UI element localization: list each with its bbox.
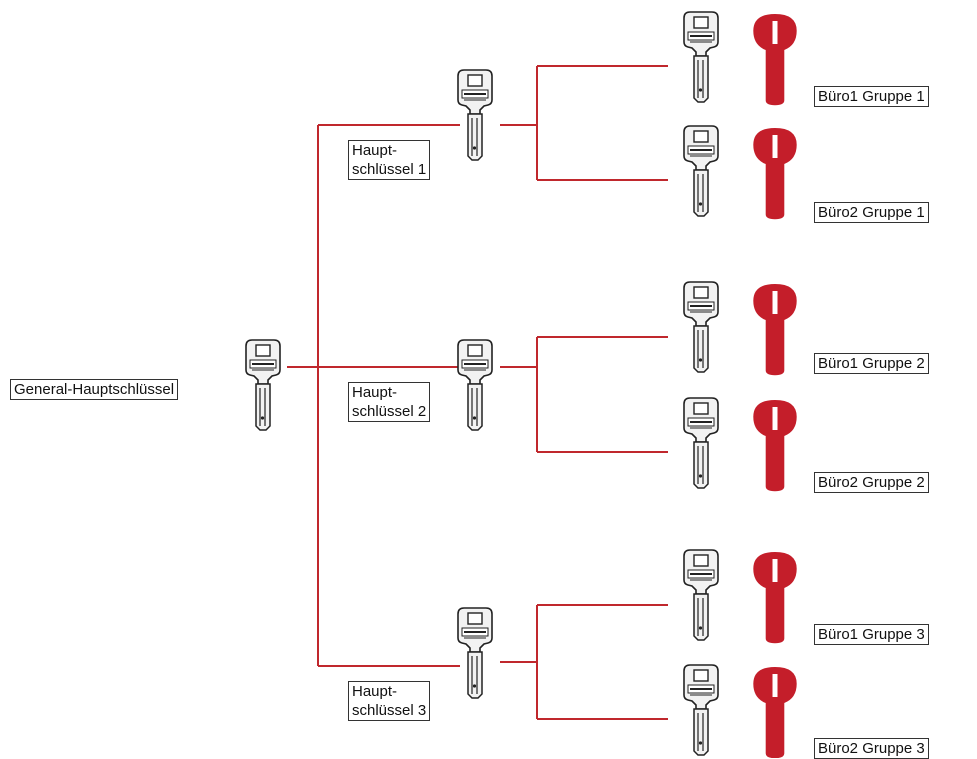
connector-master2-branch	[500, 336, 668, 453]
connector-master1-branch	[500, 65, 668, 181]
lock-cylinder-b2g3-icon	[753, 667, 797, 758]
lock-cylinder-b2g1-icon	[753, 128, 797, 220]
general-master-key-label: General-Hauptschlüssel	[10, 379, 179, 400]
master-key-3-icon	[457, 607, 493, 699]
connector-lines	[287, 65, 668, 720]
office-key-b2g2-icon	[683, 397, 719, 489]
lock-cylinder-b1g1-icon	[753, 14, 797, 106]
office-label-b2g2: Büro2 Gruppe 2	[814, 472, 929, 493]
office-label-b1g3: Büro1 Gruppe 3	[814, 624, 929, 645]
office-key-b2g3-icon	[683, 664, 719, 756]
office-label-b1g2: Büro1 Gruppe 2	[814, 353, 929, 374]
master-key-1-label: Haupt- schlüssel 1	[348, 140, 431, 180]
general-master-key-icon	[245, 339, 281, 431]
master-key-3-label: Haupt- schlüssel 3	[348, 681, 431, 721]
office-label-b2g1: Büro2 Gruppe 1	[814, 202, 929, 223]
office-key-b1g1-icon	[683, 11, 719, 103]
office-label-b2g3: Büro2 Gruppe 3	[814, 738, 929, 759]
office-label-b1g1: Büro1 Gruppe 1	[814, 86, 929, 107]
office-key-b1g2-icon	[683, 281, 719, 373]
master-key-1-icon	[457, 69, 493, 161]
master-key-2-label: Haupt- schlüssel 2	[348, 382, 431, 422]
lock-cylinder-b2g2-icon	[753, 400, 797, 492]
office-key-b1g3-icon	[683, 549, 719, 641]
connector-master3-branch	[500, 604, 668, 720]
lock-cylinder-b1g3-icon	[753, 552, 797, 644]
lock-cylinder-b1g2-icon	[753, 284, 797, 376]
master-key-2-icon	[457, 339, 493, 431]
office-key-b2g1-icon	[683, 125, 719, 217]
